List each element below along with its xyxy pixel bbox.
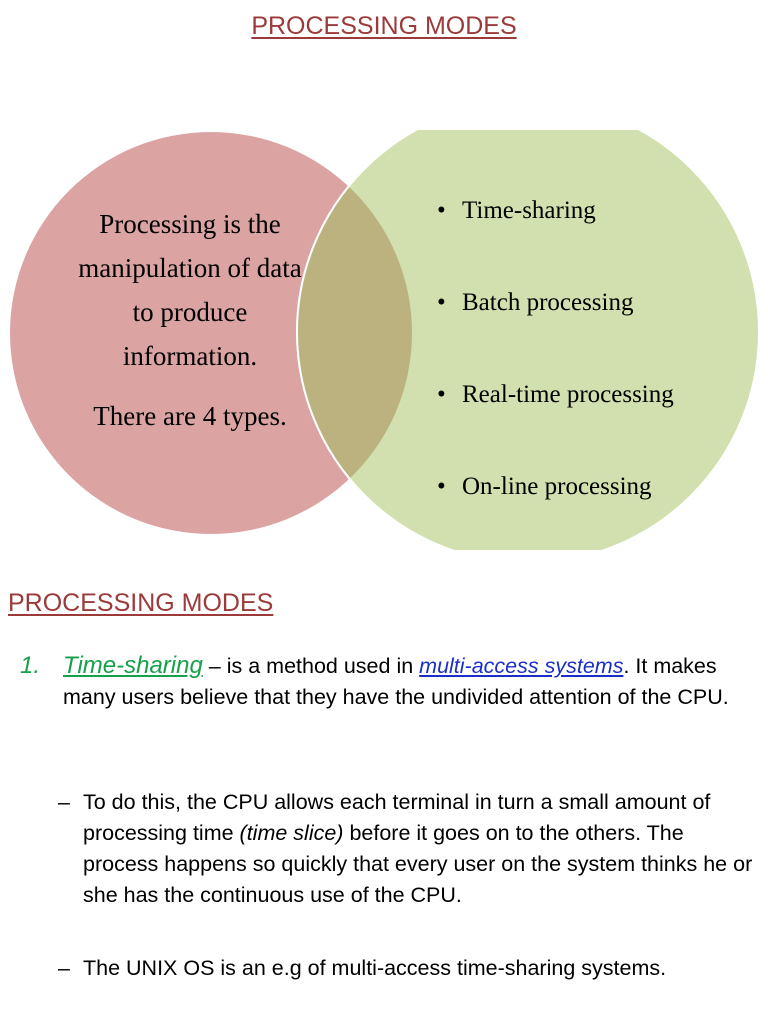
- multi-access-systems-link[interactable]: multi-access systems: [419, 654, 624, 678]
- processing-types-list: Time-sharing Batch processing Real-time …: [437, 189, 674, 557]
- sub-item-text: before it goes on to the others. The pro…: [83, 821, 753, 907]
- term-link-time-sharing[interactable]: Time-sharing: [63, 652, 203, 679]
- dash-marker: –: [58, 790, 70, 814]
- sub-item-text: To do this, the CPU allows each terminal…: [83, 790, 711, 845]
- sub-item-italic: (time slice): [239, 821, 344, 845]
- dash-marker: –: [58, 956, 70, 980]
- item-body: Time-sharing – is a method used in multi…: [63, 650, 760, 713]
- venn-overlap: [296, 132, 412, 534]
- page-title: PROCESSING MODES: [251, 12, 517, 40]
- list-item: On-line processing: [437, 465, 674, 557]
- list-item: Batch processing: [437, 281, 674, 373]
- list-item: Time-sharing: [437, 189, 674, 281]
- item-number: 1.: [20, 652, 41, 679]
- sub-item-time-slice: – To do this, the CPU allows each termin…: [58, 787, 758, 911]
- item-text: – is a method used in: [202, 654, 420, 678]
- venn-left-text: Processing is the manipulation of data t…: [70, 202, 310, 438]
- list-item: Real-time processing: [437, 373, 674, 465]
- venn-left-circle: [10, 132, 412, 534]
- processing-definition: Processing is the manipulation of data t…: [78, 209, 302, 371]
- sub-item-unix: – The UNIX OS is an e.g of multi-access …: [58, 953, 758, 984]
- sub-item-body: To do this, the CPU allows each terminal…: [83, 787, 758, 911]
- numbered-item-time-sharing: 1. Time-sharing – is a method used in mu…: [20, 650, 760, 713]
- types-count: There are 4 types.: [93, 401, 287, 431]
- sub-item-body: The UNIX OS is an e.g of multi-access ti…: [83, 956, 667, 980]
- section-heading: PROCESSING MODES: [8, 589, 274, 617]
- item-text: . It makes many users believe that they …: [63, 654, 729, 709]
